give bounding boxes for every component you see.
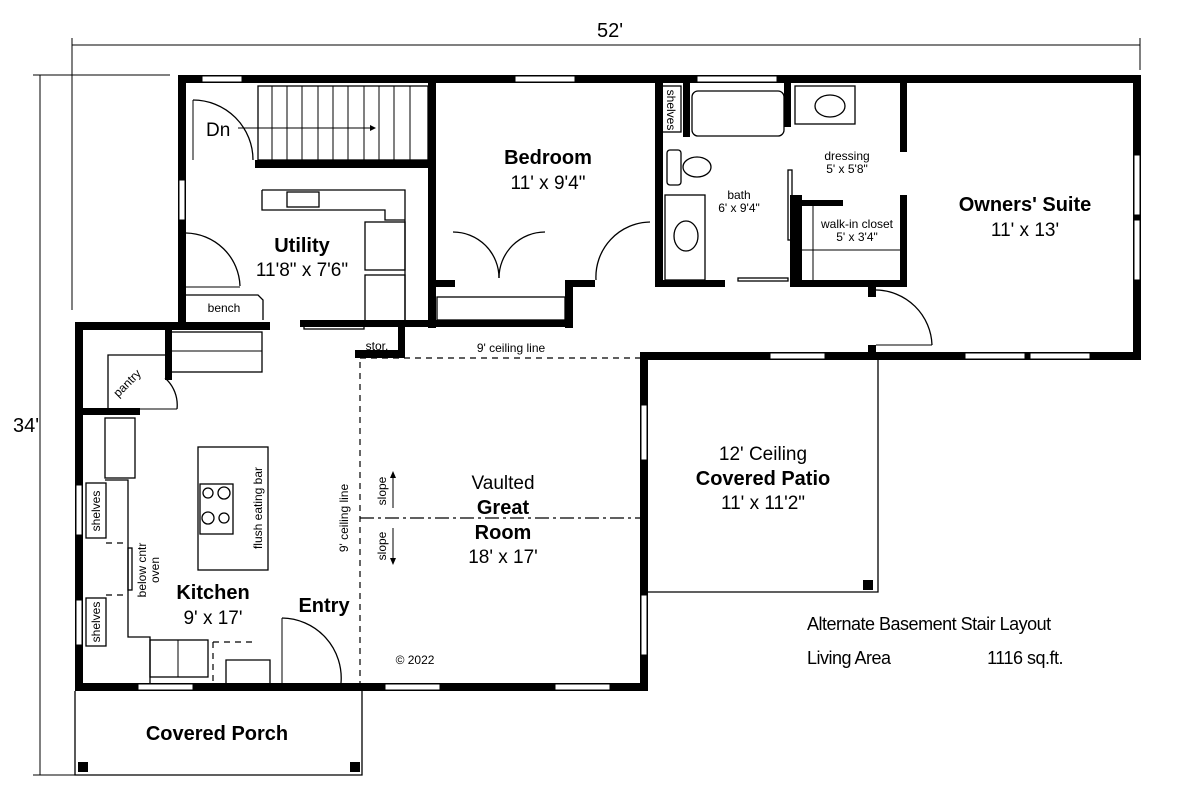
bath-fixtures (660, 85, 933, 346)
great-room-prefix: Vaulted (471, 473, 534, 494)
slope-up-label: slope (375, 476, 389, 505)
bench-label: bench (208, 301, 241, 315)
patio-size: 11' x 11'2" (721, 493, 805, 514)
kitchen-fixtures (85, 331, 342, 684)
ceiling-lines (359, 357, 640, 683)
owners-suite-name: Owners' Suite (959, 194, 1092, 216)
utility-name: Utility (274, 235, 330, 257)
covered-patio (648, 360, 879, 593)
kitchen-shelves-label-1: shelves (89, 491, 103, 532)
oven-label-line2: oven (148, 557, 162, 583)
stair-down-label: Dn (206, 120, 230, 141)
closet-size: 5' x 3'4" (836, 230, 878, 244)
kitchen-name: Kitchen (176, 582, 249, 604)
bedroom-name: Bedroom (504, 147, 592, 169)
patio-ceiling: 12' Ceiling (719, 444, 807, 465)
eating-bar-label: flush eating bar (251, 467, 265, 549)
ceiling-line-horizontal-label: 9' ceiling line (477, 341, 546, 355)
stairs (192, 85, 429, 161)
windows (75, 75, 1141, 691)
patio-name: Covered Patio (696, 468, 830, 490)
width-dimension: 52' (597, 20, 623, 42)
living-area-label: Living Area (807, 648, 892, 668)
porch-name: Covered Porch (146, 723, 288, 745)
dressing-size: 5' x 5'8" (826, 162, 868, 176)
dimension-lines (33, 38, 1141, 776)
slope-down-label: slope (375, 531, 389, 560)
bedroom-size: 11' x 9'4" (511, 173, 586, 194)
depth-dimension: 34' (13, 415, 39, 437)
pantry-label: pantry (110, 366, 143, 399)
layout-note: Alternate Basement Stair Layout (807, 614, 1051, 634)
utility-fixtures (185, 189, 406, 330)
bath-shelves-label: shelves (664, 90, 678, 131)
dressing-name: dressing (824, 149, 869, 163)
bath-size: 6' x 9'4" (718, 201, 760, 215)
kitchen-size: 9' x 17' (183, 608, 242, 629)
bedroom-closet-doors (436, 221, 651, 321)
bath-name: bath (727, 188, 750, 202)
copyright-label: © 2022 (396, 653, 435, 667)
living-area-value: 1116 sq.ft. (987, 648, 1063, 668)
great-room-name-line2: Room (475, 522, 532, 544)
covered-porch (74, 691, 363, 776)
storage-label: stor. (366, 339, 389, 353)
great-room-name-line1: Great (477, 497, 530, 519)
ceiling-line-vertical-label: 9' ceiling line (337, 484, 351, 553)
entry-name: Entry (298, 595, 350, 617)
oven-label-line1: below cntr (135, 543, 149, 598)
kitchen-shelves-label-2: shelves (89, 602, 103, 643)
utility-size: 11'8" x 7'6" (256, 260, 348, 281)
great-room-size: 18' x 17' (468, 547, 538, 568)
closet-name: walk-in closet (820, 217, 894, 231)
owners-suite-size: 11' x 13' (991, 220, 1059, 241)
